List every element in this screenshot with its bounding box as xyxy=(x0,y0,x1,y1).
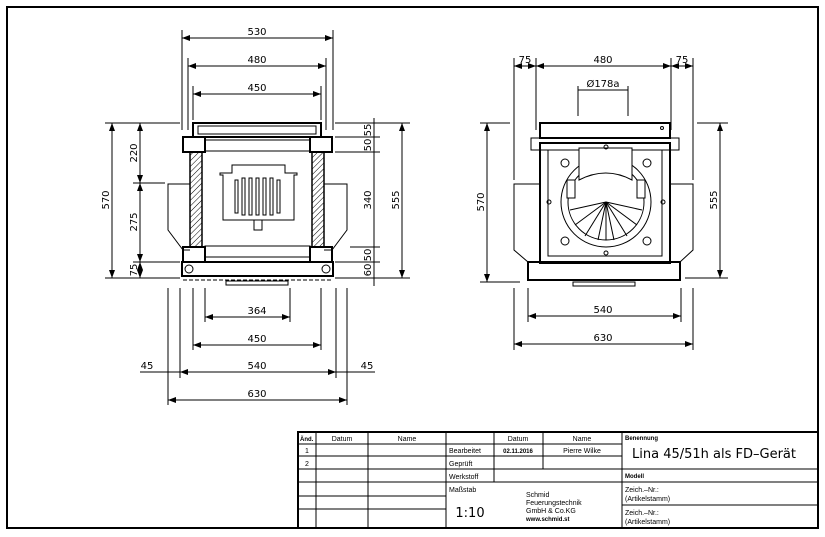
label-title-block-rev-rows-0: 1 xyxy=(305,448,309,455)
drawing-title: Lina 45/51h als FD–Gerät xyxy=(632,447,796,462)
label-front-view-dims-bottom-left45: 45 xyxy=(141,361,154,372)
label-title-block-company-2: GmbH & Co.KG xyxy=(526,508,576,515)
side-view xyxy=(513,122,694,287)
label-title-block-bearbeitet-label: Bearbeitet xyxy=(449,448,481,455)
label-front-view-dims-left-lower: 75 xyxy=(129,264,140,277)
label-front-view-dims-bottom-d364: 364 xyxy=(247,306,266,317)
label-side-view-dims-top-left: 75 xyxy=(519,55,532,66)
label-title-block-zeich1-0: Zeich.–Nr.: xyxy=(625,487,659,494)
label-title-block-rev-headers-datum: Datum xyxy=(332,436,353,443)
front-dimension-labels: 530 480 450 570 220 275 75 55 50 340 50 … xyxy=(101,27,402,400)
front-dimension-lines xyxy=(105,30,410,405)
label-front-view-dims-right-total: 555 xyxy=(391,190,402,209)
label-title-block-bearbeitet-date: 02.11.2016 xyxy=(503,449,533,455)
label-title-block-massstab-value: 1:10 xyxy=(455,506,484,521)
label-front-view-dims-left-upper: 220 xyxy=(129,143,140,162)
label-side-view-flue: Ø178a xyxy=(586,78,619,90)
label-title-block-headers-name: Name xyxy=(573,436,592,443)
label-title-block-massstab-label: Maßstab xyxy=(449,487,476,494)
label-front-view-dims-right-e: 60 xyxy=(363,264,374,277)
label-front-view-dims-left-total: 570 xyxy=(101,190,112,209)
label-title-block-company-3: www.schmid.st xyxy=(525,517,569,523)
label-front-view-dims-left-middle: 275 xyxy=(129,212,140,231)
label-title-block-modell: Modell xyxy=(625,474,644,480)
label-title-block-headers-datum: Datum xyxy=(508,436,529,443)
label-side-view-dims-bottom-d540: 540 xyxy=(593,305,612,316)
label-front-view-dims-right-a: 55 xyxy=(363,124,374,137)
label-front-view-dims-right-b: 50 xyxy=(363,139,374,152)
label-title-block-zeich2-1: (Artikelstamm) xyxy=(625,519,670,526)
label-title-block-werkstoff: Werkstoff xyxy=(449,474,478,481)
label-front-view-dims-top-0: 530 xyxy=(247,27,266,38)
label-side-view-dims-bottom-d630: 630 xyxy=(593,333,612,344)
label-front-view-dims-right-c: 340 xyxy=(363,190,374,209)
label-title-block-rev-rows-1: 2 xyxy=(305,461,309,468)
side-dimension-lines xyxy=(480,58,728,350)
label-side-view-height-right: 555 xyxy=(709,190,720,209)
label-side-view-height-left: 570 xyxy=(476,192,487,211)
label-title-block-rev-headers-aend: Änd. xyxy=(300,436,314,443)
label-title-block-bearbeitet-name: Pierre Wilke xyxy=(563,448,601,455)
front-view xyxy=(167,122,348,286)
label-title-block-geprueft: Geprüft xyxy=(449,461,472,468)
title-block: Änd. Datum Name 1 2 Datum Name Bearbeite… xyxy=(297,431,819,529)
label-front-view-dims-bottom-d630: 630 xyxy=(247,389,266,400)
label-title-block-company-0: Schmid xyxy=(526,492,549,499)
label-title-block-zeich2-0: Zeich.–Nr.: xyxy=(625,510,659,517)
label-title-block-benennung-label: Benennung xyxy=(625,436,658,442)
label-front-view-dims-top-1: 480 xyxy=(247,55,266,66)
label-front-view-dims-top-2: 450 xyxy=(247,83,266,94)
label-front-view-dims-bottom-d450: 450 xyxy=(247,334,266,345)
label-title-block-zeich1-1: (Artikelstamm) xyxy=(625,496,670,503)
label-front-view-dims-right-d: 50 xyxy=(363,249,374,262)
label-title-block-rev-headers-name: Name xyxy=(398,436,417,443)
label-side-view-dims-top-right: 75 xyxy=(676,55,689,66)
side-dimension-labels: 75 480 75 Ø178a 570 555 540 630 xyxy=(476,55,720,344)
label-front-view-dims-bottom-right45: 45 xyxy=(361,361,374,372)
label-front-view-dims-bottom-d540: 540 xyxy=(247,361,266,372)
label-side-view-dims-top-mid: 480 xyxy=(593,55,612,66)
label-title-block-company-1: Feuerungstechnik xyxy=(526,500,582,507)
